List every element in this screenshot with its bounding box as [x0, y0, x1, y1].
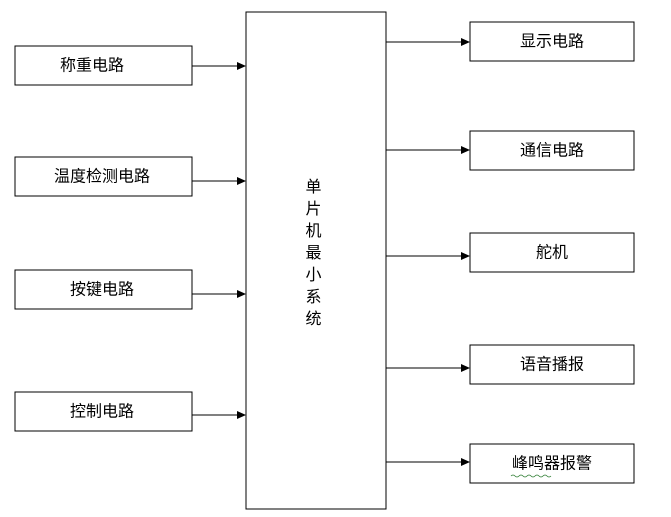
output-block-servo: 舵机: [469, 232, 635, 273]
mcu-block-label: 单片机最小系统: [303, 178, 322, 332]
arrow-weighing-to-mcu: [192, 62, 246, 70]
arrowhead-icon: [461, 38, 470, 46]
output-block-buzzer: 峰鸣器报警: [469, 443, 635, 484]
output-block-voice-label: 语音播报: [520, 355, 584, 374]
output-block-buzzer-label: 峰鸣器报警: [512, 454, 592, 473]
spellcheck-underline: [510, 474, 552, 478]
input-block-keys: 按键电路: [14, 269, 193, 310]
input-block-temperature-label: 温度检测电路: [54, 167, 150, 186]
arrowhead-icon: [237, 290, 246, 298]
arrow-mcu-to-communication: [386, 146, 470, 154]
arrowhead-icon: [237, 411, 246, 419]
arrowhead-icon: [461, 146, 470, 154]
arrowhead-icon: [237, 62, 246, 70]
arrowhead-icon: [461, 364, 470, 372]
output-block-communication-label: 通信电路: [520, 141, 584, 160]
arrow-keys-to-mcu: [192, 290, 246, 298]
input-block-control-label: 控制电路: [70, 402, 134, 421]
output-block-servo-label: 舵机: [536, 243, 568, 262]
arrow-mcu-to-display: [386, 38, 470, 46]
arrow-mcu-to-buzzer: [386, 458, 470, 466]
arrowhead-icon: [461, 458, 470, 466]
input-block-temperature: 温度检测电路: [14, 156, 193, 197]
arrow-mcu-to-voice: [386, 364, 470, 372]
arrowhead-icon: [237, 177, 246, 185]
arrow-control-to-mcu: [192, 411, 246, 419]
output-block-voice: 语音播报: [469, 344, 635, 385]
mcu-block: 单片机最小系统: [245, 11, 387, 510]
input-block-control: 控制电路: [14, 391, 193, 432]
arrow-temperature-to-mcu: [192, 177, 246, 185]
input-block-keys-label: 按键电路: [70, 280, 134, 299]
arrowhead-icon: [461, 252, 470, 260]
output-block-communication: 通信电路: [469, 130, 635, 171]
output-block-display: 显示电路: [469, 21, 635, 62]
input-block-weighing: 称重电路: [14, 45, 193, 86]
arrow-mcu-to-servo: [386, 252, 470, 260]
input-block-weighing-label: 称重电路: [60, 56, 124, 75]
output-block-display-label: 显示电路: [520, 32, 584, 51]
